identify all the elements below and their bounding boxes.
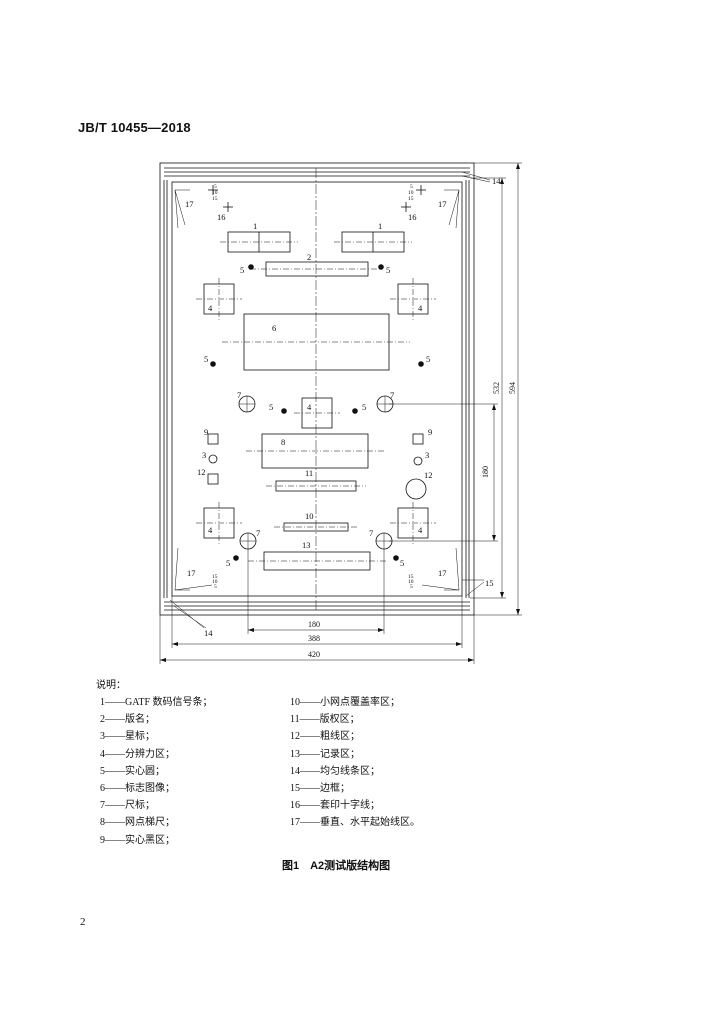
svg-text:15: 15 [408, 574, 414, 580]
inner-frame [171, 181, 463, 597]
standard-code-header: JB/T 10455—2018 [78, 120, 191, 135]
callout-3: 3 [425, 450, 429, 460]
callout-10: 10 [305, 511, 314, 521]
legend-item: 11——版权区； [290, 714, 360, 726]
callout-4: 4 [418, 525, 423, 535]
dim-180-horizontal: 180 [308, 620, 320, 629]
svg-text:15: 15 [408, 196, 414, 202]
legend-item: 1——GATF 数码信号条； [100, 697, 213, 708]
test-plate-structure-diagram: 1 1 2 5 5 4 4 6 5 5 7 7 5 5 4 9 9 8 3 3 … [159, 162, 522, 664]
legend-right-column: 10——小网点覆盖率区； 11——版权区； 12——粗线区； 13——记录区； … [290, 694, 420, 832]
callout-5: 5 [426, 354, 430, 364]
legend-item: 14——均匀线条区； [290, 765, 380, 777]
callout-13: 13 [302, 540, 311, 550]
legend-item: 12——粗线区； [290, 731, 360, 743]
legend-item: 4——分辨力区； [100, 748, 175, 760]
callout-4: 4 [208, 303, 213, 313]
callout-5: 5 [386, 265, 390, 275]
callout-8: 8 [281, 437, 285, 447]
dim-180-vertical: 180 [481, 466, 490, 478]
callout-9: 9 [428, 427, 432, 437]
legend-item: 13——记录区； [290, 748, 360, 760]
callout-17: 17 [438, 568, 447, 578]
callout-11: 11 [305, 468, 313, 478]
legend-item: 8——网点梯尺； [100, 817, 175, 829]
legend-item: 5——实心圆； [100, 765, 165, 777]
page-number: 2 [80, 916, 86, 928]
svg-text:15: 15 [212, 196, 218, 202]
callout-4: 4 [418, 303, 423, 313]
dim-388: 388 [308, 634, 320, 643]
callout-1-right: 1 [378, 221, 382, 231]
svg-text:5: 5 [410, 184, 413, 190]
callout-5: 5 [362, 402, 366, 412]
dim-532: 532 [492, 382, 501, 394]
svg-text:10: 10 [408, 579, 414, 585]
callout-5: 5 [400, 558, 404, 568]
dim-420: 420 [308, 650, 320, 659]
callout-7: 7 [390, 390, 394, 400]
callout-16: 16 [217, 212, 226, 222]
callout-17: 17 [438, 199, 447, 209]
callout-5: 5 [204, 354, 208, 364]
legend-item: 9——实心黑区； [100, 834, 175, 846]
legend-item: 15——边框； [290, 783, 350, 795]
callout-7: 7 [256, 528, 260, 538]
legend-item: 6——标志图像； [100, 783, 175, 795]
callout-2: 2 [307, 252, 311, 262]
dim-594: 594 [508, 382, 517, 394]
callout-9: 9 [204, 427, 208, 437]
callout-6: 6 [272, 323, 276, 333]
callout-12: 12 [424, 470, 433, 480]
legend-item: 2——版名； [100, 714, 155, 726]
callout-1-left: 1 [253, 221, 257, 231]
plate-outer-border [159, 162, 475, 616]
callout-16: 16 [408, 212, 417, 222]
svg-text:15: 15 [212, 574, 218, 580]
legend-item: 17——垂直、水平起始线区。 [290, 817, 420, 829]
legend-item: 3——星标； [100, 731, 155, 743]
callout-12: 12 [197, 467, 206, 477]
callout-3: 3 [202, 450, 206, 460]
svg-text:5: 5 [410, 584, 413, 590]
callout-4: 4 [307, 402, 312, 412]
callout-7: 7 [237, 390, 241, 400]
svg-text:5: 5 [214, 184, 217, 190]
callout-17: 17 [185, 199, 194, 209]
legend-item: 10——小网点覆盖率区； [290, 697, 400, 708]
callout-5: 5 [226, 558, 230, 568]
callout-7: 7 [369, 528, 373, 538]
legend-left-column: 1——GATF 数码信号条； 2——版名； 3——星标； 4——分辨力区； 5—… [100, 694, 213, 849]
callout-17: 17 [187, 568, 196, 578]
callout-4: 4 [208, 525, 213, 535]
svg-text:10: 10 [408, 190, 414, 196]
callout-15: 15 [485, 578, 494, 588]
svg-text:5: 5 [214, 584, 217, 590]
svg-text:10: 10 [212, 190, 218, 196]
callout-5: 5 [240, 265, 244, 275]
figure-caption: 图1 A2测试版结构图 [282, 860, 391, 872]
callout-14: 14 [204, 628, 213, 638]
legend-item: 16——套印十字线； [290, 800, 380, 812]
legend-item: 7——尺标； [100, 800, 155, 812]
svg-text:10: 10 [212, 579, 218, 585]
callout-5: 5 [269, 402, 273, 412]
callout-14: 14 [492, 176, 501, 186]
legend-title: 说明： [96, 680, 126, 691]
